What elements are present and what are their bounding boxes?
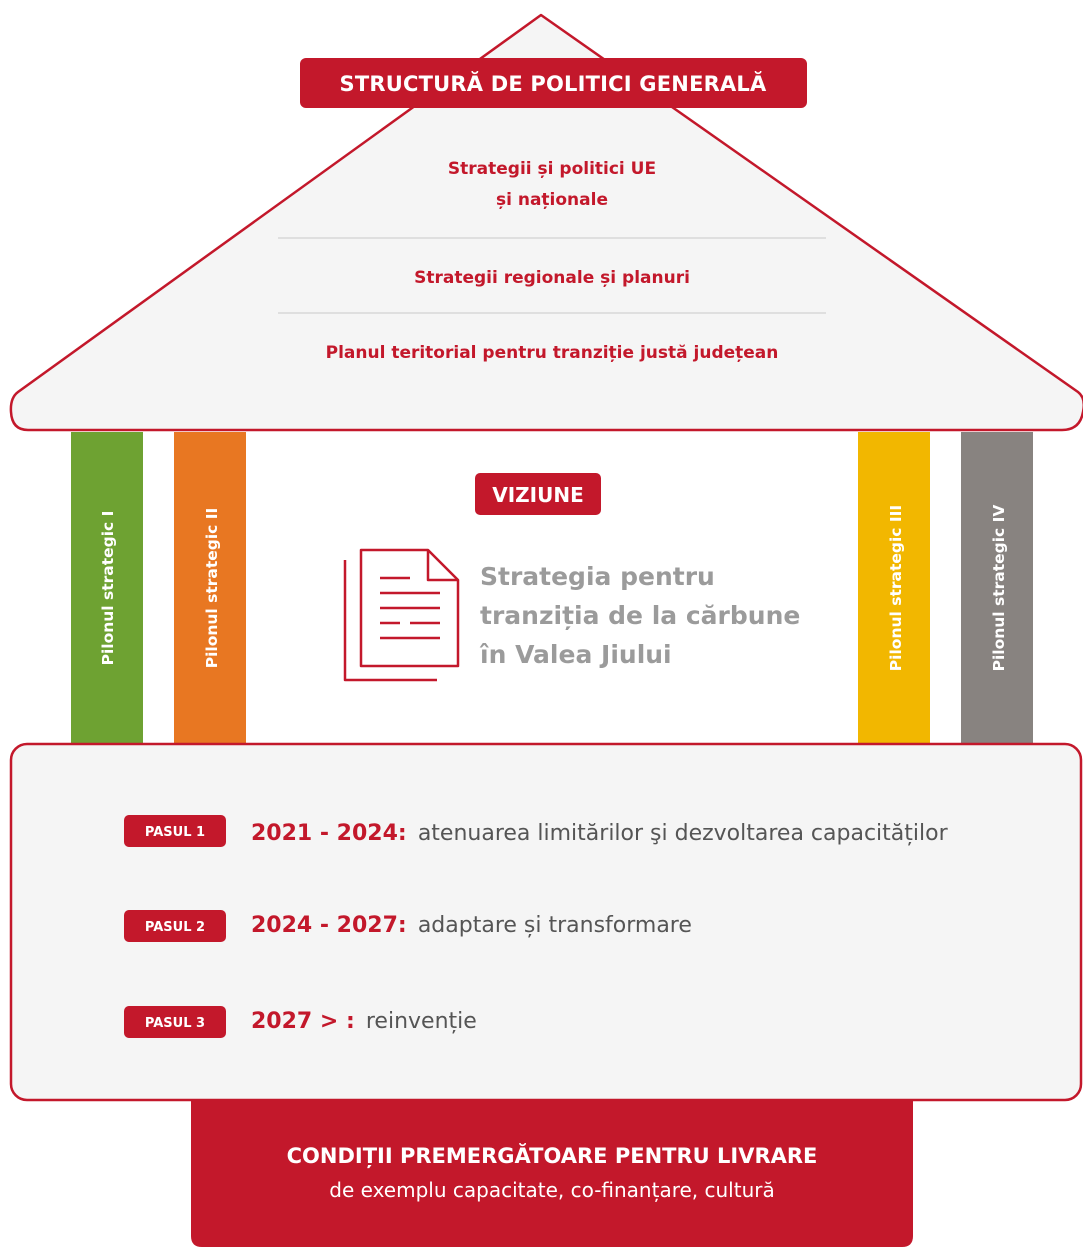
pillar-2-label: Pilonul strategic II xyxy=(203,508,221,669)
foundation-title: CONDIȚII PREMERGĂTOARE PENTRU LIVRARE xyxy=(287,1143,818,1169)
step-3-badge xyxy=(124,1006,226,1038)
step-2-badge-label: PASUL 2 xyxy=(145,920,205,935)
foundation-block xyxy=(191,1101,913,1247)
pillar-3-label: Pilonul strategic III xyxy=(887,505,905,671)
vision-label: VIZIUNE xyxy=(492,483,584,507)
step-3-text: 2027 > : reinvenție xyxy=(251,1009,477,1034)
step-2-desc: adaptare și transformare xyxy=(418,913,692,938)
foundation-subtitle: de exemplu capacitate, co-finanțare, cul… xyxy=(329,1178,774,1202)
roof-title-banner xyxy=(300,58,807,108)
roof-shape xyxy=(9,13,1083,432)
step-2-badge xyxy=(124,910,226,942)
roof-title: STRUCTURĂ DE POLITICI GENERALĂ xyxy=(340,71,768,96)
steps-panel xyxy=(9,742,1083,1102)
vision-text-line-2: tranziția de la cărbune xyxy=(480,601,800,630)
step-3-desc: reinvenție xyxy=(366,1009,477,1034)
roof-line-eu-1: Strategii și politici UE xyxy=(448,159,656,179)
vision-text-line-1: Strategia pentru xyxy=(480,562,715,591)
vision-badge xyxy=(475,473,601,515)
vision-text-line-3: în Valea Jiului xyxy=(479,640,672,669)
pillar-3 xyxy=(858,432,930,744)
step-3-badge-label: PASUL 3 xyxy=(145,1016,205,1031)
step-3-years: 2027 > : xyxy=(251,1009,355,1034)
step-1-years: 2021 - 2024: xyxy=(251,821,407,846)
pillar-1-label: Pilonul strategic I xyxy=(99,511,117,666)
roof-line-eu-2: și naționale xyxy=(496,190,608,210)
pillar-2 xyxy=(174,432,246,744)
pillar-4 xyxy=(961,432,1033,744)
step-2-text: 2024 - 2027: adaptare și transformare xyxy=(251,913,692,938)
pillar-1 xyxy=(71,432,143,744)
document-icon xyxy=(343,548,460,682)
step-1-badge xyxy=(124,815,226,847)
roof-line-territorial: Planul teritorial pentru tranziție justă… xyxy=(326,343,779,363)
pillar-4-label: Pilonul strategic IV xyxy=(990,505,1008,672)
step-2-years: 2024 - 2027: xyxy=(251,913,407,938)
step-1-badge-label: PASUL 1 xyxy=(145,825,205,840)
step-1-desc: atenuarea limitărilor şi dezvoltarea cap… xyxy=(418,821,949,846)
roof-line-regional: Strategii regionale și planuri xyxy=(414,268,690,288)
step-1-text: 2021 - 2024: atenuarea limitărilor şi de… xyxy=(251,821,949,846)
